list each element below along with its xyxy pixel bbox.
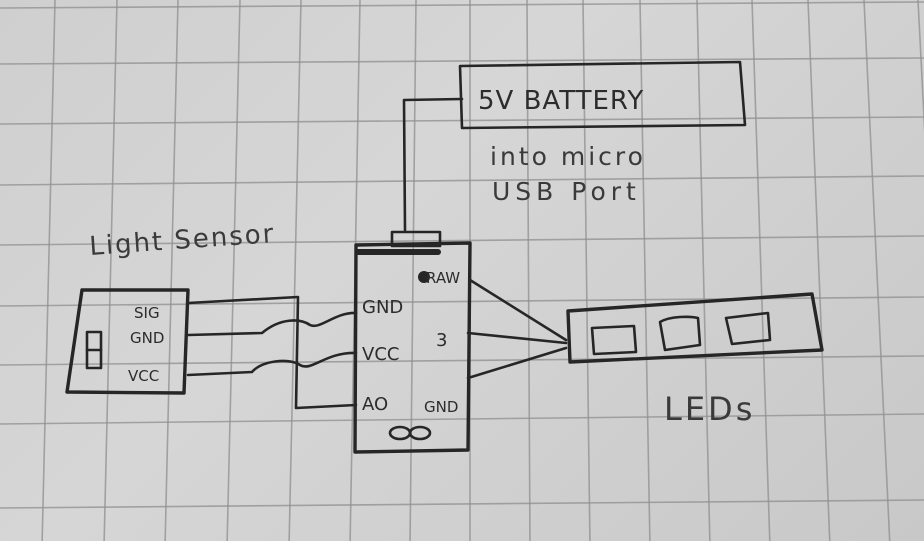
- sensor-wires: [186, 295, 358, 410]
- battery-note-line1: into micro: [490, 142, 646, 171]
- pin-dot: [418, 271, 430, 283]
- mcu-pin-3: 3: [436, 330, 447, 351]
- battery-wire: [402, 97, 464, 232]
- led-1: [590, 324, 638, 356]
- wire-3-to-leds: [466, 331, 568, 345]
- mcu-pin-vcc: VCC: [362, 344, 399, 365]
- light-sensor-title: Light Sensor: [88, 219, 276, 262]
- light-sensor-block: Light Sensor SIG GND VCC: [65, 219, 276, 395]
- infinity-logo-right: [408, 425, 432, 441]
- mcu-pin-ao: AO: [362, 394, 388, 415]
- microcontroller-board: [353, 241, 472, 454]
- infinity-logo-left: [388, 425, 412, 441]
- battery-box: [458, 60, 747, 130]
- photo-border: [0, 541, 924, 547]
- led-strip: [566, 292, 824, 364]
- wire-gnd-to-gnd: [186, 311, 358, 337]
- battery-label: 5V BATTERY: [478, 86, 644, 116]
- battery-block: 5V BATTERY into micro USB Port: [402, 60, 747, 232]
- sensor-pin-sig: SIG: [134, 304, 160, 322]
- led-2: [658, 315, 702, 352]
- sensor-pin-vcc: VCC: [128, 367, 159, 385]
- wire-raw-to-leds: [468, 278, 568, 342]
- led-3: [724, 311, 772, 346]
- mcu-pin-gnd-left: GND: [362, 297, 403, 318]
- led-strip-block: LEDs: [566, 292, 824, 428]
- mcu-pin-raw: RAW: [426, 269, 460, 287]
- usb-port: [390, 230, 442, 248]
- mcu-pin-gnd-right: GND: [424, 398, 458, 416]
- battery-note-line2: USB Port: [492, 177, 641, 206]
- wire-sig-to-ao: [186, 295, 358, 410]
- leds-label: LEDs: [664, 390, 755, 428]
- light-sensor-box: [65, 288, 190, 395]
- wire-gnd-to-leds: [466, 346, 568, 380]
- wire-vcc-to-vcc: [186, 351, 358, 377]
- microcontroller-block: RAW GND 3 VCC AO GND: [353, 230, 472, 454]
- sensor-pin-gnd: GND: [130, 329, 164, 347]
- led-wires: [466, 278, 568, 380]
